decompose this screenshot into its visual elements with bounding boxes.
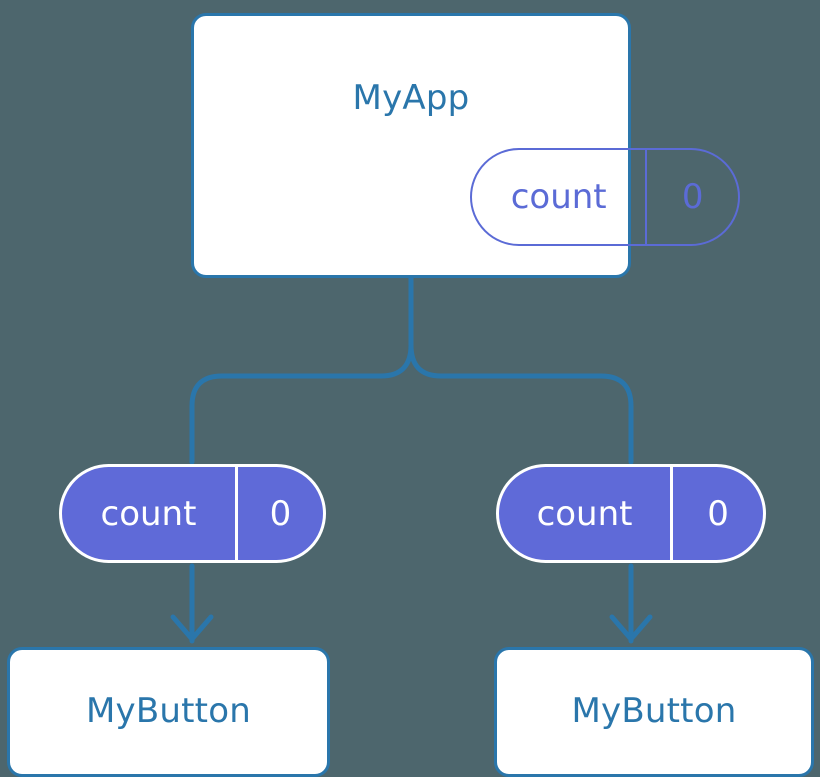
edge-myapp-to-state-right [408,275,634,465]
edge-myapp-to-state-left [189,275,414,465]
state-key-label: count [536,493,633,534]
state-pill-left-count[interactable]: count 0 [59,464,326,563]
component-node-mybutton-right[interactable]: MyButton [494,647,814,777]
arrow-state-right-to-mybutton-right [609,563,653,644]
component-label-mybutton: MyButton [86,691,251,731]
state-value-label: 0 [670,467,763,560]
state-value-label: 0 [234,467,323,560]
state-pill-myapp-count[interactable]: count 0 [470,148,740,246]
component-label-mybutton: MyButton [571,691,737,731]
component-label-myapp: MyApp [352,78,470,118]
component-node-mybutton-left[interactable]: MyButton [7,647,330,777]
state-key-label: count [100,493,197,534]
arrow-state-left-to-mybutton-left [170,563,214,644]
state-value-label: 0 [645,150,738,244]
state-pill-right-count[interactable]: count 0 [496,464,766,563]
component-node-myapp[interactable]: MyApp count 0 [191,13,740,278]
state-key-label: count [510,177,607,217]
